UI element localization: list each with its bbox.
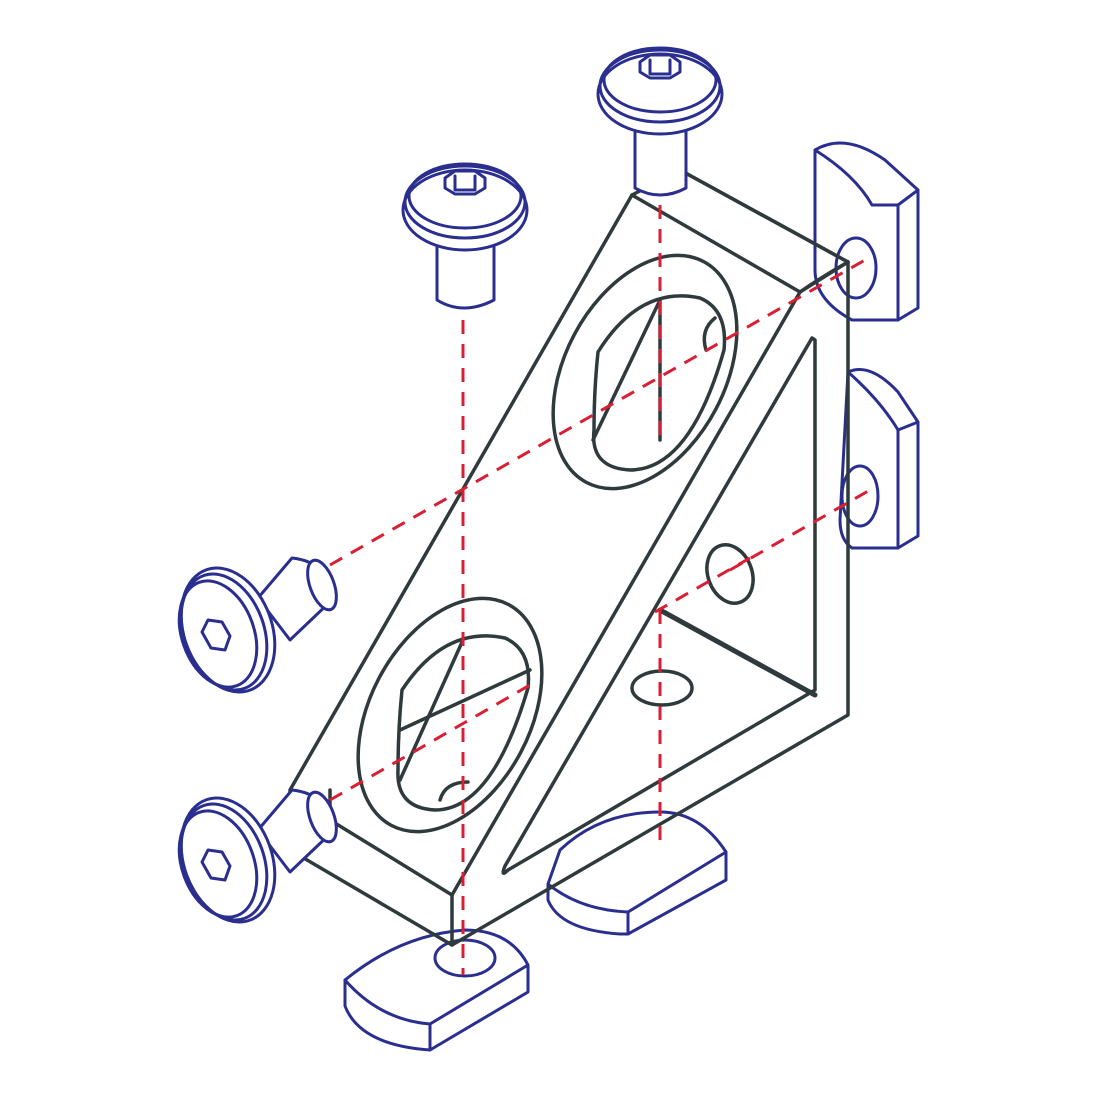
t-slot-nut-bottom-left: [343, 928, 530, 1052]
axis-diagonal-upper: [329, 258, 866, 567]
axis-diagonal-rib: [654, 556, 751, 614]
screw-top-left: [401, 162, 529, 310]
t-slot-nut-right-lower: [838, 368, 920, 550]
t-slot-nut-bottom-right: [546, 810, 728, 936]
bracket-slot-lower: [356, 596, 544, 834]
corner-bracket: [288, 168, 850, 947]
screw-side-upper: [177, 556, 338, 694]
axis-diagonal-rib-right: [729, 488, 871, 572]
screw-side-lower: [177, 788, 338, 924]
axis-diagonal-lower: [329, 683, 531, 802]
bracket-slot-upper: [551, 253, 739, 491]
t-slot-nut-right-upper: [813, 141, 920, 322]
screw-top-right: [596, 46, 724, 197]
assembly-axes: [329, 205, 871, 975]
